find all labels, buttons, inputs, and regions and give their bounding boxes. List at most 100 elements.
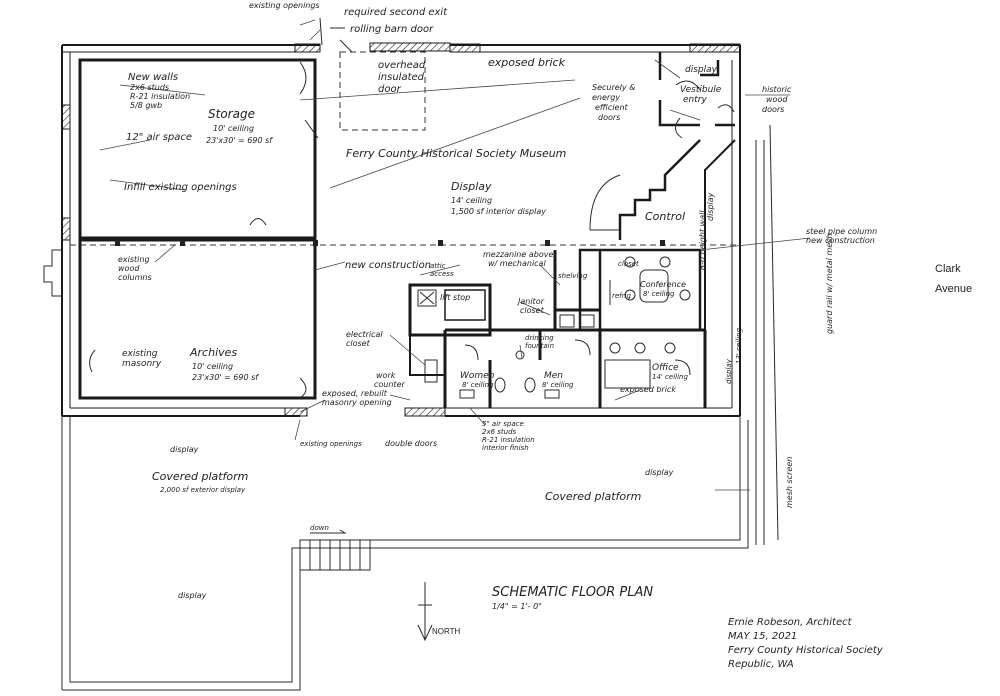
north-label: NORTH [432, 627, 461, 636]
display-e-label: display [706, 192, 715, 221]
display-main-ceiling: 14' ceiling [451, 196, 492, 205]
control-label: Control [645, 210, 685, 223]
refrig-label: refrig [612, 292, 631, 300]
men-ceiling: 8' ceiling [542, 381, 574, 389]
display-office-1: display [725, 358, 733, 384]
office-title: Office [652, 363, 679, 373]
conference-ceiling: 8' ceiling [643, 290, 675, 298]
display-main-area: 1,500 sf interior display [451, 207, 546, 216]
existing-columns-1: existing [118, 255, 150, 264]
eight-ft-wall-label: 8-0 height wall [698, 210, 707, 270]
new-walls-2: 2x6 studs [130, 83, 169, 92]
vestibule [658, 52, 736, 400]
air-space-low-1: 5" air space [482, 420, 524, 428]
office [600, 328, 707, 408]
required-exit-label: required second exit [344, 7, 448, 18]
electrical-closet-2: closet [346, 339, 371, 348]
work-counter-2: counter [374, 380, 405, 389]
drinking-fountain-1: drinking [525, 334, 554, 342]
display-ne-label: display [685, 65, 718, 75]
vestibule-label: Vestibule [680, 85, 722, 95]
double-doors-label: double doors [385, 439, 437, 448]
control-area [578, 139, 702, 332]
plan-date: MAY 15, 2021 [728, 631, 797, 642]
display-sw-label: display [178, 591, 207, 600]
overhead-door-1: overhead [378, 60, 426, 71]
electrical-closet-1: electrical [346, 330, 383, 339]
street-name-1: Clark [935, 263, 961, 275]
display-office-2: 13' ceiling [735, 328, 743, 364]
archives-room [78, 238, 665, 400]
drinking-fountain-2: fountain [525, 342, 554, 350]
secure-doors-2: energy [592, 93, 620, 102]
work-counter-1: work [376, 371, 396, 380]
lift-label: lift stop [440, 293, 470, 302]
conference-title: Conference [640, 280, 686, 289]
air-space-low-2: 2x6 studs [482, 428, 517, 436]
storage-title: Storage [208, 107, 255, 121]
women-title: Women [460, 371, 495, 381]
attic-access-2: access [430, 270, 454, 278]
storage-ceiling: 10' ceiling [213, 124, 254, 133]
museum-title: Ferry County Historical Society Museum [346, 147, 566, 160]
existing-columns-2: wood [118, 264, 140, 273]
covered-platform-w-title: Covered platform [152, 470, 248, 483]
plan-title: SCHEMATIC FLOOR PLAN [492, 585, 653, 600]
men-title: Men [544, 371, 563, 381]
infill-label: Infill existing openings [124, 182, 237, 193]
secure-doors-3: efficient [595, 103, 629, 112]
lift-block [408, 283, 492, 337]
leader-lines [99, 19, 811, 491]
exposed-rebuilt-1: exposed, rebuilt [322, 389, 388, 398]
attic-access-1: attic [430, 262, 446, 270]
display-main-title: Display [451, 180, 492, 193]
archives-area: 23'x30' = 690 sf [192, 373, 259, 382]
steel-column-1: steel pipe column [806, 227, 877, 236]
vestibule-label-2: entry [683, 95, 707, 105]
air-space-low-4: interior finish [482, 444, 529, 452]
archives-title: Archives [189, 346, 237, 359]
janitor-2: closet [520, 306, 545, 315]
exposed-brick-top-label: exposed brick [488, 56, 566, 69]
janitor-1: Janitor [516, 297, 545, 306]
annotations: existing openings required second exit r… [118, 1, 972, 670]
archives-ceiling: 10' ceiling [192, 362, 233, 371]
closet-label: closet [618, 260, 639, 268]
existing-openings-top-label: existing openings [249, 1, 320, 10]
display-w-label: display [170, 445, 199, 454]
client-name: Ferry County Historical Society [728, 645, 884, 656]
covered-platform-e-title: Covered platform [545, 490, 641, 503]
new-construction-label: new construction [345, 260, 431, 271]
existing-openings-low-label: existing openings [300, 440, 362, 448]
north-arrow-icon [417, 582, 433, 642]
shelving-label: shelving [558, 272, 588, 280]
down-label: down [310, 524, 329, 532]
barn-door-label: rolling barn door [350, 24, 434, 35]
women-ceiling: 8' ceiling [462, 381, 494, 389]
secure-doors-1: Securely & [592, 83, 635, 92]
architect-name: Ernie Robeson, Architect [728, 617, 853, 628]
mezzanine-2: w/ mechanical [488, 259, 546, 268]
new-walls-4: 5/8 gwb [130, 101, 162, 110]
historic-doors-2: wood [766, 95, 788, 104]
existing-columns-3: columns [118, 273, 152, 282]
steel-column-2: new construction [806, 236, 875, 245]
historic-doors-3: doors [762, 105, 784, 114]
exposed-brick-low-label: exposed brick [620, 385, 676, 394]
street-name-2: Avenue [935, 283, 972, 295]
overhead-door-2: insulated [378, 72, 425, 83]
plan-scale: 1/4" = 1'- 0" [492, 602, 542, 611]
office-ceiling: 14' ceiling [652, 373, 688, 381]
existing-masonry-1: existing [122, 349, 158, 359]
overhead-door-3: door [378, 84, 402, 95]
air-space-label: 12" air space [126, 132, 192, 143]
existing-masonry-2: masonry [122, 359, 162, 369]
air-space-low-3: R-21 insulation [482, 436, 535, 444]
covered-platform [61, 124, 779, 691]
client-location: Republic, WA [728, 659, 794, 670]
historic-doors-1: historic [762, 85, 792, 94]
new-walls-3: R-21 insulation [130, 92, 190, 101]
secure-doors-4: doors [598, 113, 620, 122]
storage-room [78, 58, 319, 240]
